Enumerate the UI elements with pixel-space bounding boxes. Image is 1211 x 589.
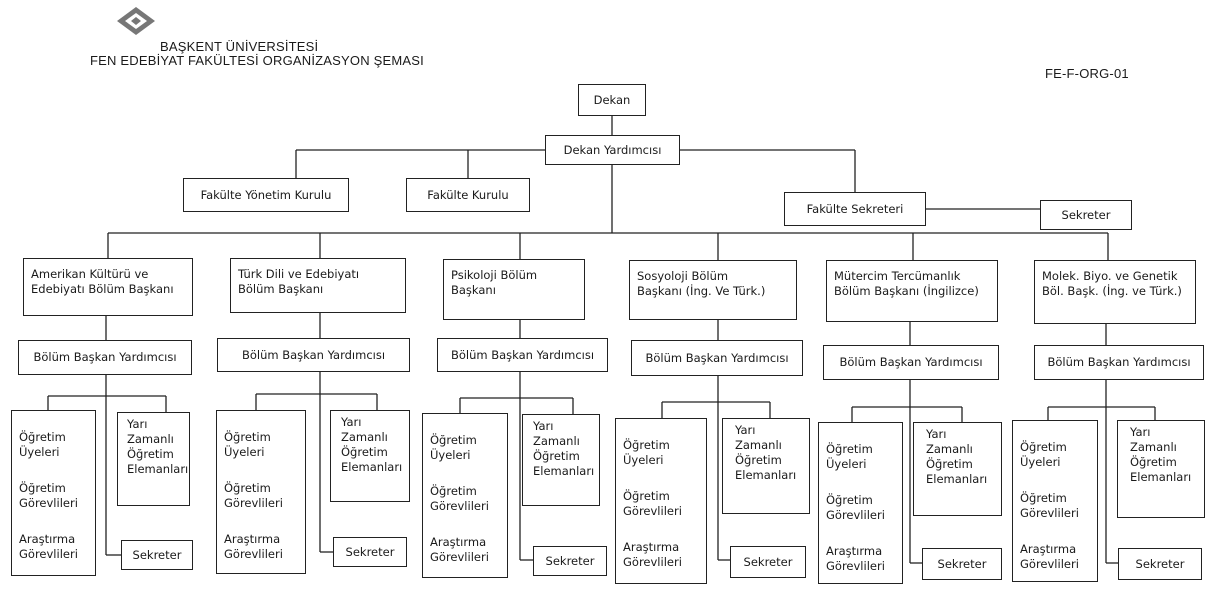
research-assistants-label: Araştırma Görevlileri bbox=[19, 532, 78, 561]
document-code: FE-F-ORG-01 bbox=[1045, 66, 1129, 81]
vice-dean-box: Dekan Yardımcısı bbox=[545, 135, 680, 165]
part-time-staff-box: Yarı Zamanlı Öğretim Elemanları bbox=[722, 418, 810, 514]
faculty-secretary-box: Fakülte Sekreteri bbox=[784, 192, 926, 226]
academic-staff-box: Öğretim Üyeleri Öğretim Görevlileri Araş… bbox=[216, 410, 306, 574]
department-vice-head-box: Bölüm Başkan Yardımcısı bbox=[217, 338, 410, 372]
university-name: BAŞKENT ÜNİVERSİTESİ bbox=[160, 39, 319, 54]
research-assistants-label: Araştırma Görevlileri bbox=[1020, 542, 1079, 571]
lecturers-label: Öğretim Görevlileri bbox=[19, 481, 78, 510]
department-secretary-box: Sekreter bbox=[533, 546, 607, 576]
department-vice-head-box: Bölüm Başkan Yardımcısı bbox=[1034, 345, 1204, 380]
faculty-members-label: Öğretim Üyeleri bbox=[224, 430, 271, 459]
department-head-box: Amerikan Kültürü ve Edebiyatı Bölüm Başk… bbox=[23, 258, 193, 316]
lecturers-label: Öğretim Görevlileri bbox=[1020, 491, 1079, 520]
research-assistants-label: Araştırma Görevlileri bbox=[224, 532, 283, 561]
department-vice-head-box: Bölüm Başkan Yardımcısı bbox=[823, 345, 999, 380]
chart-title: FEN EDEBİYAT FAKÜLTESİ ORGANİZASYON ŞEMA… bbox=[90, 53, 424, 68]
academic-staff-box: Öğretim Üyeleri Öğretim Görevlileri Araş… bbox=[818, 422, 903, 584]
faculty-members-label: Öğretim Üyeleri bbox=[623, 438, 670, 467]
department-secretary-box: Sekreter bbox=[333, 537, 407, 567]
department-vice-head-box: Bölüm Başkan Yardımcısı bbox=[18, 340, 192, 375]
faculty-board-box: Fakülte Kurulu bbox=[406, 178, 530, 212]
lecturers-label: Öğretim Görevlileri bbox=[430, 484, 489, 513]
faculty-secretary-assistant-box: Sekreter bbox=[1040, 200, 1132, 230]
academic-staff-box: Öğretim Üyeleri Öğretim Görevlileri Araş… bbox=[1012, 420, 1098, 582]
research-assistants-label: Araştırma Görevlileri bbox=[623, 540, 682, 569]
part-time-staff-box: Yarı Zamanlı Öğretim Elemanları bbox=[117, 412, 190, 506]
department-secretary-box: Sekreter bbox=[1118, 548, 1202, 580]
department-head-box: Türk Dili ve Edebiyatı Bölüm Başkanı bbox=[230, 258, 406, 313]
academic-staff-box: Öğretim Üyeleri Öğretim Görevlileri Araş… bbox=[615, 418, 707, 584]
lecturers-label: Öğretim Görevlileri bbox=[623, 489, 682, 518]
department-secretary-box: Sekreter bbox=[121, 540, 193, 570]
part-time-staff-box: Yarı Zamanlı Öğretim Elemanları bbox=[330, 410, 410, 502]
department-vice-head-box: Bölüm Başkan Yardımcısı bbox=[631, 340, 803, 376]
faculty-members-label: Öğretim Üyeleri bbox=[430, 433, 477, 462]
lecturers-label: Öğretim Görevlileri bbox=[826, 493, 885, 522]
department-head-box: Mütercim Tercümanlık Bölüm Başkanı (İngi… bbox=[826, 260, 998, 322]
faculty-executive-board-box: Fakülte Yönetim Kurulu bbox=[183, 178, 349, 212]
research-assistants-label: Araştırma Görevlileri bbox=[826, 544, 885, 573]
faculty-members-label: Öğretim Üyeleri bbox=[826, 442, 873, 471]
part-time-staff-box: Yarı Zamanlı Öğretim Elemanları bbox=[1117, 420, 1205, 518]
department-head-box: Sosyoloji Bölüm Başkanı (İng. Ve Türk.) bbox=[629, 260, 797, 320]
department-head-box: Molek. Biyo. ve Genetik Böl. Başk. (İng.… bbox=[1034, 260, 1196, 324]
department-secretary-box: Sekreter bbox=[922, 548, 1002, 580]
part-time-staff-box: Yarı Zamanlı Öğretim Elemanları bbox=[913, 422, 1002, 516]
dean-box: Dekan bbox=[578, 84, 646, 116]
university-logo bbox=[117, 7, 155, 35]
faculty-members-label: Öğretim Üyeleri bbox=[19, 430, 66, 459]
lecturers-label: Öğretim Görevlileri bbox=[224, 481, 283, 510]
part-time-staff-box: Yarı Zamanlı Öğretim Elemanları bbox=[522, 414, 600, 506]
academic-staff-box: Öğretim Üyeleri Öğretim Görevlileri Araş… bbox=[422, 413, 508, 578]
department-vice-head-box: Bölüm Başkan Yardımcısı bbox=[437, 338, 608, 372]
research-assistants-label: Araştırma Görevlileri bbox=[430, 535, 489, 564]
department-head-box: Psikoloji Bölüm Başkanı bbox=[443, 259, 585, 320]
academic-staff-box: Öğretim Üyeleri Öğretim Görevlileri Araş… bbox=[11, 410, 96, 576]
faculty-members-label: Öğretim Üyeleri bbox=[1020, 440, 1067, 469]
department-secretary-box: Sekreter bbox=[730, 546, 806, 578]
